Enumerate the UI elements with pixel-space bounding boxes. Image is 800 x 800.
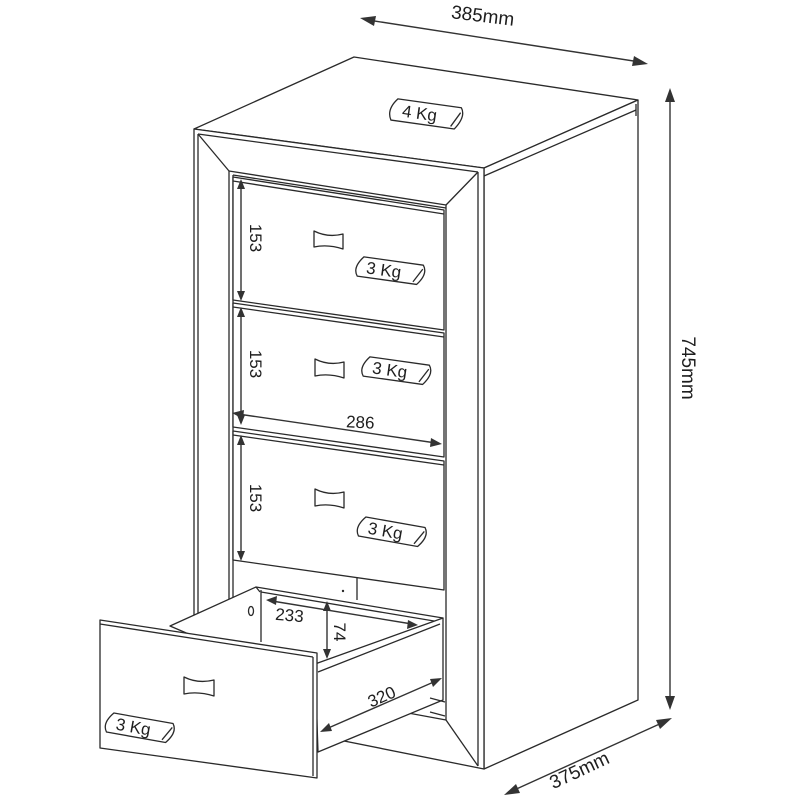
weight-tag: 3 Kg <box>355 256 426 286</box>
arrow-down-icon <box>237 551 245 561</box>
arrow-left-icon <box>232 410 244 419</box>
arrow-up-icon <box>665 88 675 102</box>
arrow-up-right-icon <box>656 718 672 729</box>
arrow-left-icon <box>360 16 376 26</box>
arrow-right-icon <box>407 620 418 629</box>
arrow-down-left-icon <box>504 784 520 795</box>
drawer-handle-icon <box>314 488 345 509</box>
weight-tag: 3 Kg <box>361 356 432 386</box>
arrow-down-icon <box>323 649 331 659</box>
arrow-up-icon <box>237 179 245 189</box>
drawer-1-front <box>232 176 445 331</box>
arrow-down-icon <box>665 696 675 710</box>
drawer-1-height-label: 153 <box>246 224 265 252</box>
drawer-2-width-label: 286 <box>346 412 375 432</box>
drawer-2-front <box>232 302 445 458</box>
arrow-up-icon <box>237 435 245 445</box>
drawer-3: 153 3 Kg <box>232 430 445 600</box>
arrow-up-icon <box>323 601 331 611</box>
drawer-4-open: 233 74 320 3 Kg <box>99 586 446 779</box>
arrow-right-icon <box>632 56 648 66</box>
drawer-4-inner-width-label: 233 <box>275 605 305 626</box>
cam-lock-icon <box>247 605 255 617</box>
drawer-handle-icon <box>183 676 215 697</box>
arrow-down-icon <box>237 291 245 301</box>
weight-tag: 3 Kg <box>356 516 427 548</box>
drawer-4-inner-height-label: 74 <box>330 623 349 642</box>
top-load-label: 4 Kg <box>401 102 438 126</box>
drawer-3-front <box>232 430 445 591</box>
arrow-right-icon <box>430 438 442 447</box>
drawer-2: 153 286 3 Kg <box>232 302 445 458</box>
drawer-handle-icon <box>313 230 344 250</box>
drawer-handle-icon <box>314 358 345 379</box>
arrow-up-icon <box>237 307 245 317</box>
top-weight-tag: 4 Kg <box>389 98 464 130</box>
drawer-1: 153 3 Kg <box>232 176 445 331</box>
arrow-left-icon <box>266 596 277 605</box>
height-label: 745mm <box>677 336 698 399</box>
arrow-down-left-icon <box>320 723 332 732</box>
cabinet-side-panel <box>483 99 639 770</box>
drawer-2-load-label: 3 Kg <box>371 358 408 382</box>
weight-tag: 3 Kg <box>104 712 175 744</box>
width-dimension: 385mm <box>360 2 648 66</box>
arrow-up-right-icon <box>430 678 442 687</box>
drawer-3-height-label: 153 <box>246 484 265 512</box>
drawer-2-height-label: 153 <box>246 350 265 378</box>
width-label: 385mm <box>450 2 515 31</box>
drawer-1-load-label: 3 Kg <box>365 258 402 282</box>
height-dimension: 745mm <box>665 88 698 710</box>
depth-label: 375mm <box>547 748 613 794</box>
